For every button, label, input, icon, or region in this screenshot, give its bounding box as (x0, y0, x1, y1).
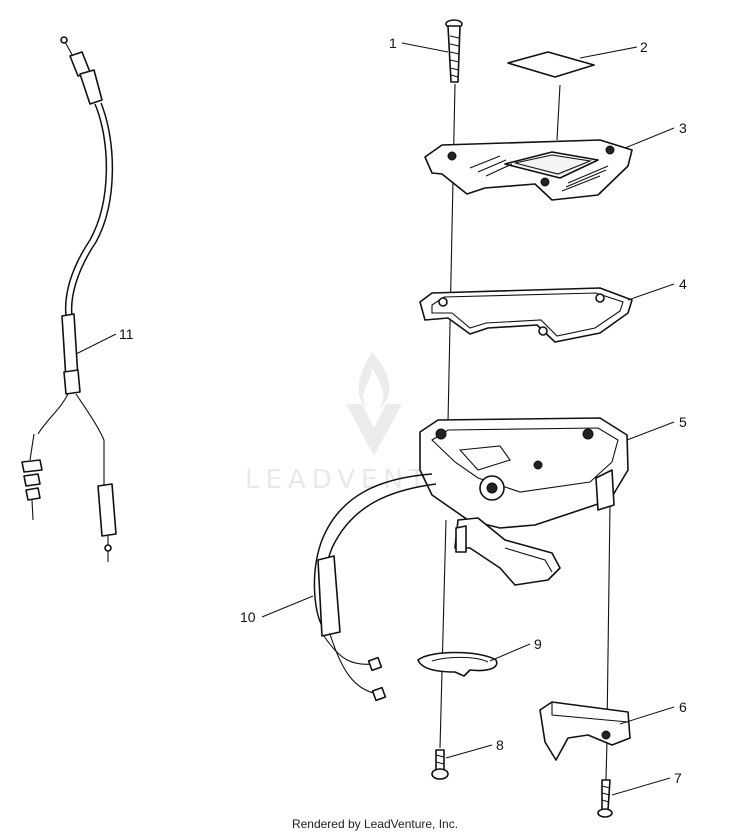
part-7-screw (597, 779, 613, 818)
callout-3: 3 (679, 120, 687, 136)
part-4-gasket (419, 287, 633, 343)
watermark-logo-icon (358, 352, 390, 408)
callout-5: 5 (679, 414, 687, 430)
part-9-clip (417, 651, 498, 677)
callout-11: 11 (119, 326, 134, 342)
part-8-screw (431, 749, 449, 780)
part-11-cable (21, 36, 117, 562)
callout-10: 10 (240, 609, 256, 625)
assembly-axes (439, 83, 611, 781)
leader-lines (75, 42, 675, 796)
part-2-decal (507, 51, 595, 78)
part-6-clamp (539, 701, 631, 761)
callouts: 1 2 3 4 5 6 7 8 9 10 11 (119, 35, 687, 786)
part-3-cover (424, 139, 633, 201)
part-10-harness (313, 473, 437, 702)
callout-6: 6 (679, 699, 687, 715)
part-1-screw (445, 19, 463, 83)
part-5-housing (419, 417, 629, 586)
callout-8: 8 (496, 737, 504, 753)
callout-7: 7 (674, 770, 682, 786)
callout-1: 1 (389, 35, 397, 51)
callout-4: 4 (679, 276, 687, 292)
callout-9: 9 (534, 636, 542, 652)
callout-2: 2 (640, 39, 648, 55)
footer-credit: Rendered by LeadVenture, Inc. (291, 817, 459, 831)
